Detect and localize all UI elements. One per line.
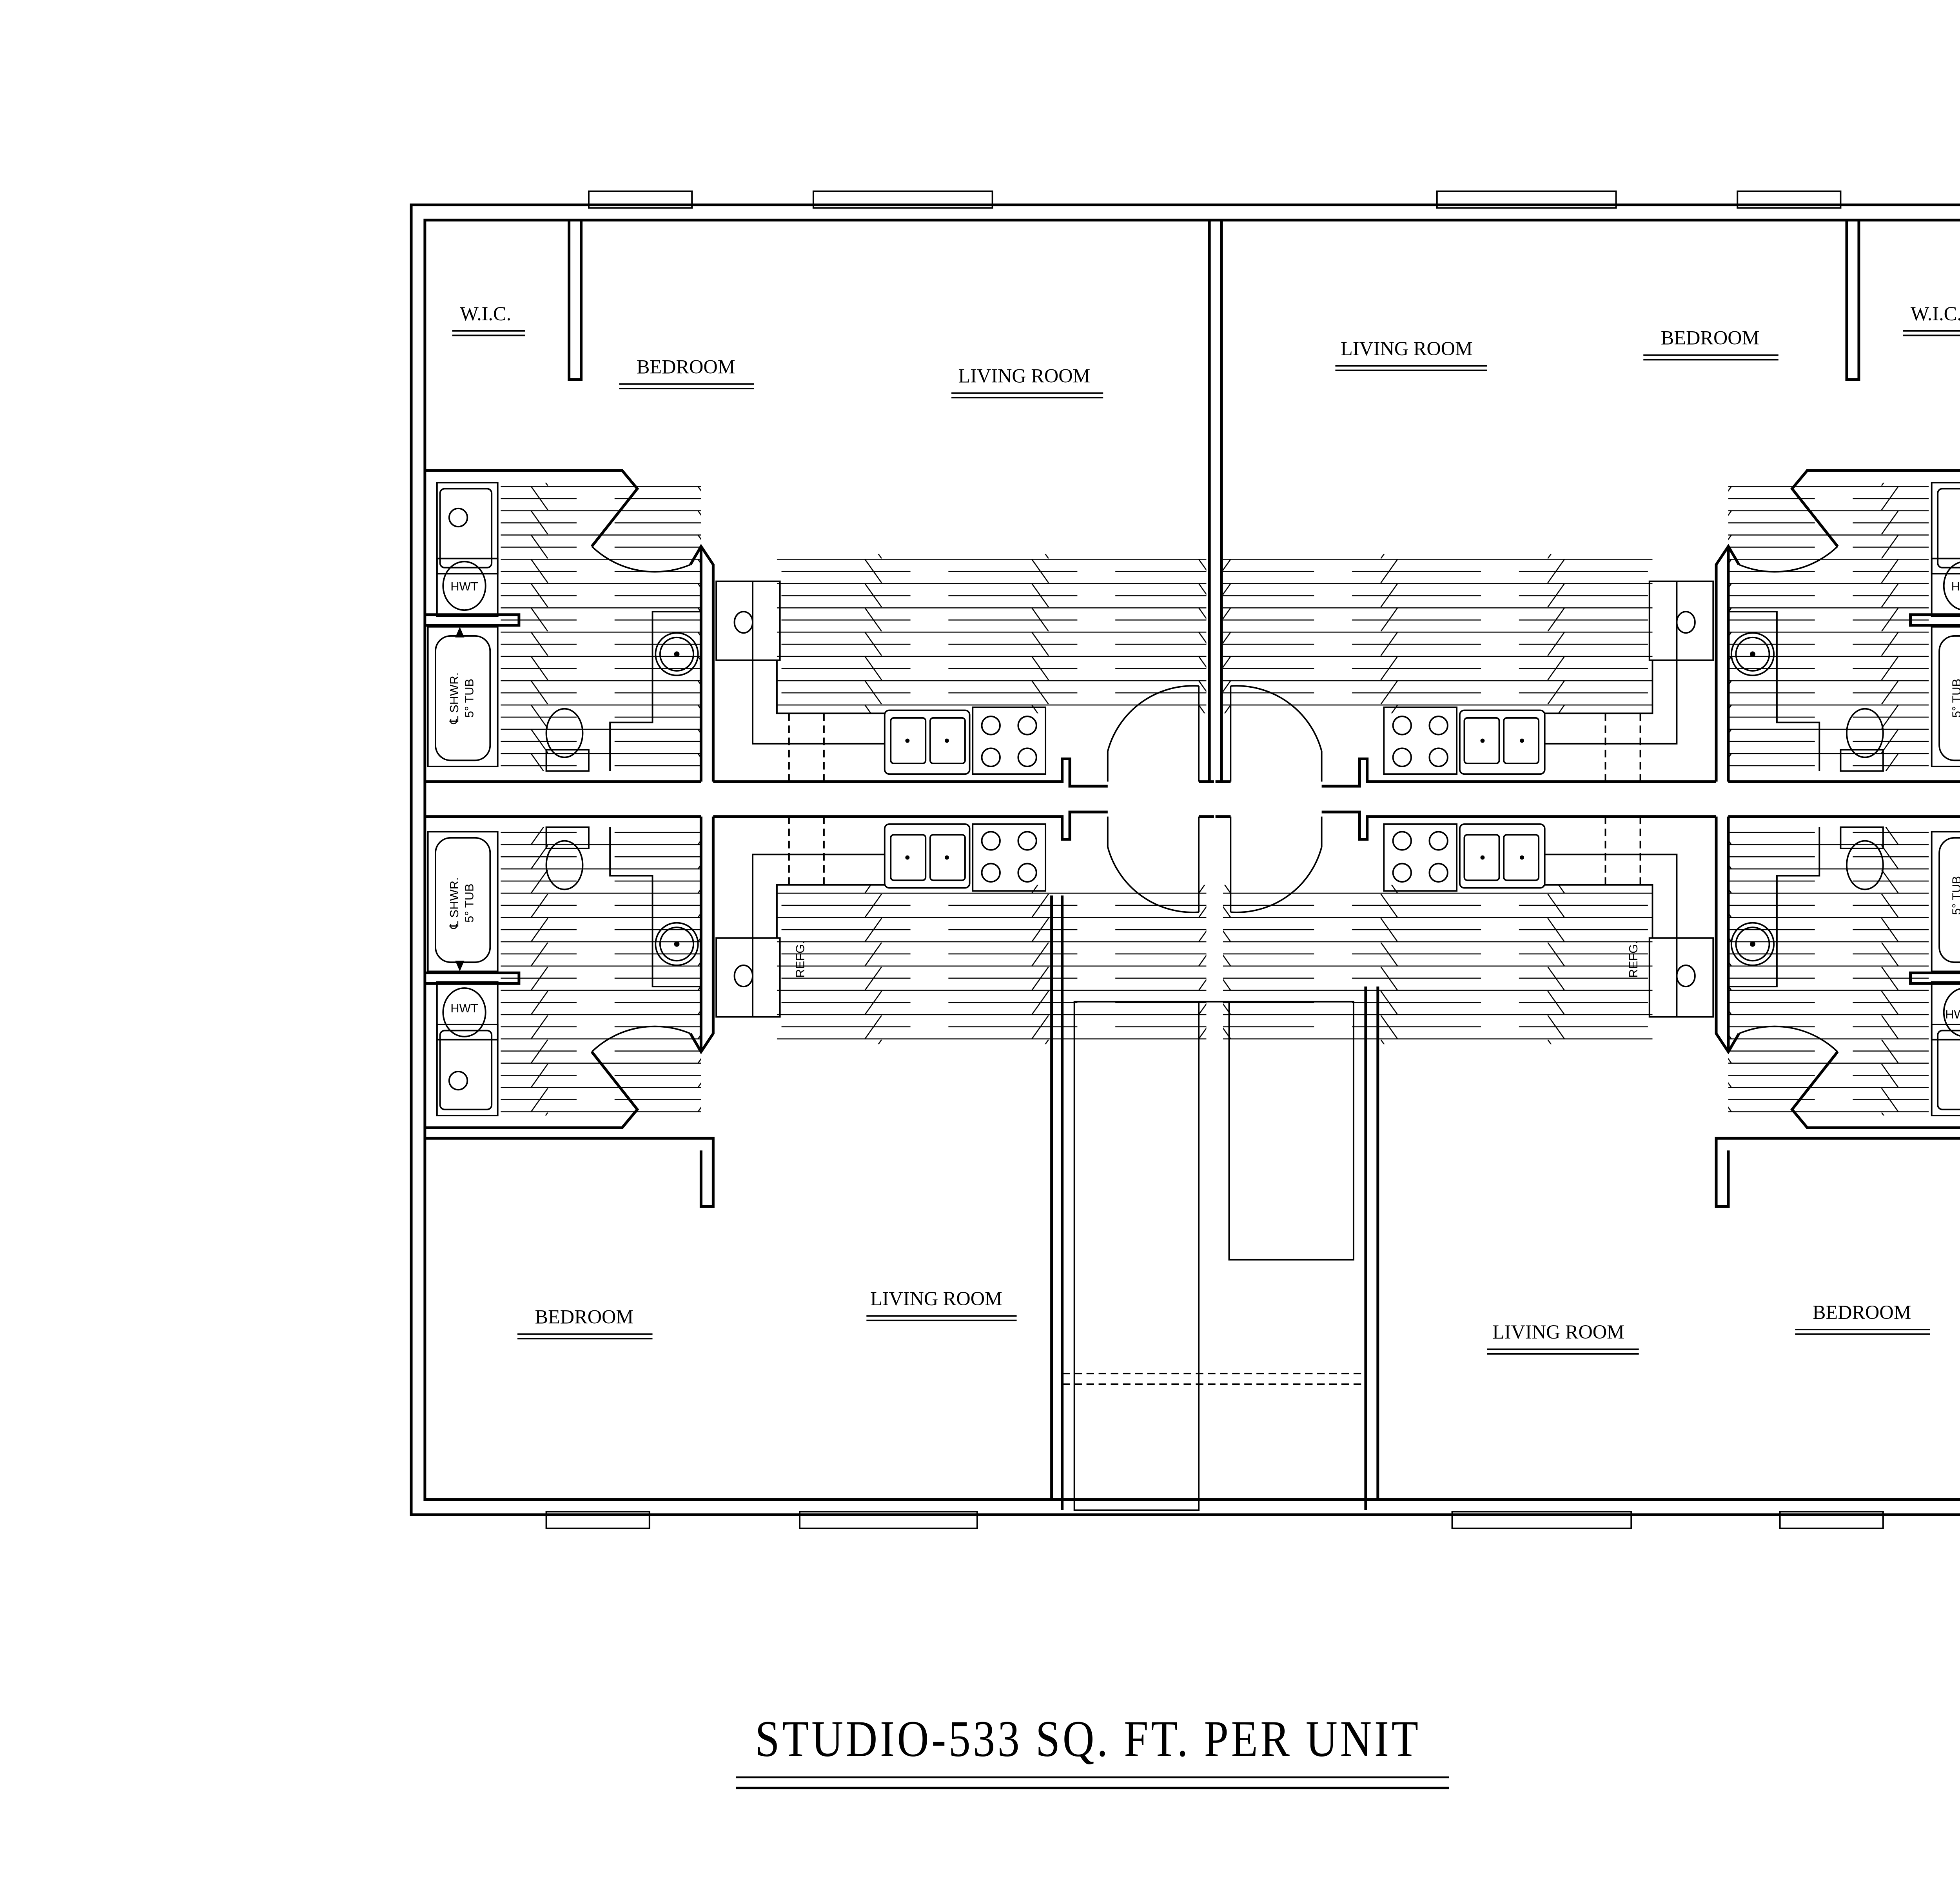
hwt-label: HWT: [450, 579, 478, 593]
tub-label: 5° TUB: [463, 679, 476, 718]
shower-label: ℄ SHWR.: [447, 672, 461, 725]
shower-label: ℄ SHWR.: [447, 877, 461, 929]
plan-title: STUDIO-533 SQ. FT. PER UNIT: [755, 1710, 1421, 1767]
tub-label: 5° TUB: [463, 883, 476, 923]
bedroom-label: BEDROOM: [637, 356, 735, 378]
core-bottom-right: [1216, 812, 1960, 1128]
hwt-label: HWT: [1945, 1007, 1960, 1021]
core-bottom-left: [425, 812, 1214, 1128]
core-top-right: [1216, 470, 1960, 786]
core-top-left: [425, 470, 1214, 786]
room-labels: W.I.C. BEDROOM LIVING ROOM LIVING ROOM B…: [460, 303, 1960, 1343]
inner-wall: [423, 218, 1960, 1501]
tub-label: 5° TUB: [1949, 679, 1960, 718]
outer-wall: [410, 203, 1960, 1516]
hwt-label: HWT: [1951, 579, 1960, 593]
bedroom-label: BEDROOM: [535, 1306, 634, 1328]
living-room-label: LIVING ROOM: [958, 365, 1091, 387]
wic-label: W.I.C.: [460, 303, 511, 325]
bedroom-label: BEDROOM: [1661, 327, 1760, 349]
living-room-label: LIVING ROOM: [1492, 1321, 1624, 1343]
living-room-label: LIVING ROOM: [870, 1288, 1002, 1310]
stairs: [1062, 1001, 1366, 1511]
bedroom-label: BEDROOM: [1813, 1301, 1911, 1323]
windows: [545, 190, 1884, 1529]
hwt-label: HWT: [450, 1001, 478, 1015]
fixture-labels: HWT HWT HWT HWT ℄ SHWR. 5° TUB ℄ SHWR. 5…: [447, 579, 1960, 1021]
label-underlines: [452, 330, 1960, 1355]
refrigerator-label: REFG.: [793, 941, 807, 978]
tub-label: 5° TUB: [1949, 876, 1960, 915]
wic-label: W.I.C.: [1911, 303, 1960, 325]
refrigerator-label: REFG.: [1626, 941, 1640, 978]
living-room-label: LIVING ROOM: [1341, 338, 1473, 360]
